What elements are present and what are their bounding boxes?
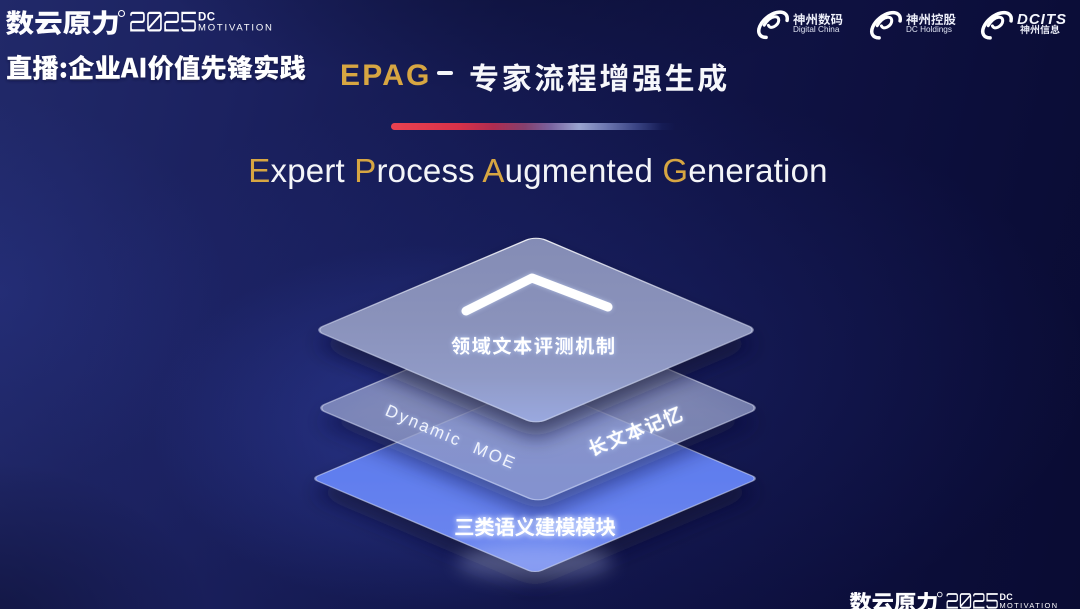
svg-text:DC Holdings: DC Holdings — [906, 25, 952, 34]
svg-text:MOTIVATION: MOTIVATION — [198, 23, 274, 34]
svg-text:Digital China: Digital China — [793, 25, 840, 34]
svg-text:DC: DC — [198, 12, 216, 24]
svg-text:DCITS: DCITS — [1017, 11, 1067, 28]
